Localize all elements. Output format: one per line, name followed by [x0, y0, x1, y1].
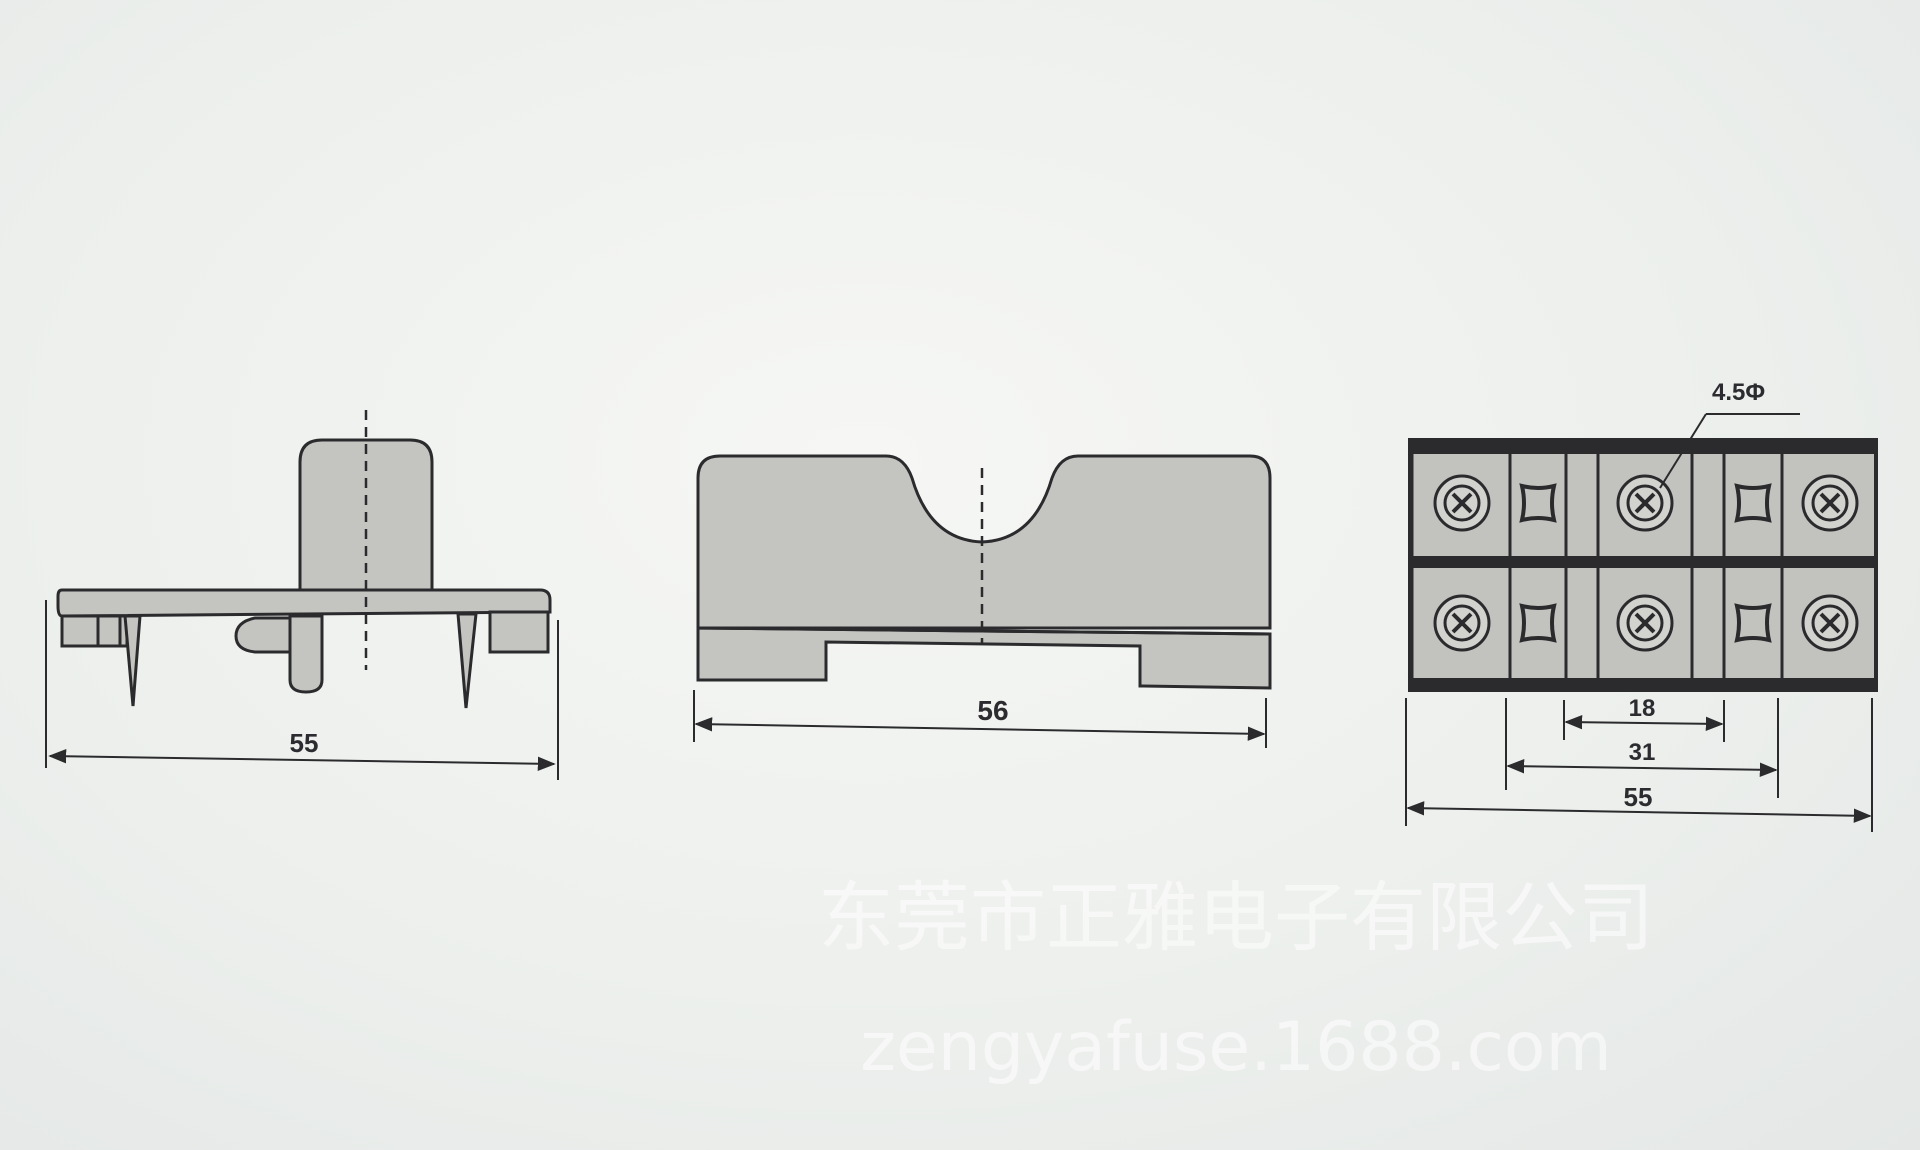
- dim-55-label: 55: [1624, 782, 1653, 812]
- screw-bottom-right: [1801, 594, 1859, 652]
- watermark-company: 东莞市正雅电子有限公司: [818, 873, 1654, 962]
- clip-bottom-right: [1734, 603, 1772, 643]
- screw-top-left: [1433, 474, 1491, 532]
- side-view: 55: [45, 410, 559, 780]
- hole-diameter-label: 4.5Φ: [1712, 379, 1765, 406]
- screw-top-right: [1801, 474, 1859, 532]
- dim-18-label: 18: [1629, 695, 1656, 722]
- side-view-lug: [234, 616, 294, 654]
- side-view-stud: [288, 614, 324, 694]
- clip-top-left: [1519, 483, 1557, 523]
- clip-top-right: [1734, 483, 1772, 523]
- screw-bottom-center: [1616, 594, 1674, 652]
- side-view-width-label: 55: [290, 728, 319, 758]
- side-view-left-pin: [123, 614, 142, 707]
- screw-top-center: [1616, 474, 1674, 532]
- dim-31-label: 31: [1629, 739, 1656, 766]
- front-view-width-label: 56: [977, 695, 1008, 726]
- side-view-right-foot: [488, 610, 550, 654]
- screw-bottom-left: [1433, 594, 1491, 652]
- top-view: 4.5Φ 18 31 55: [1405, 379, 1878, 832]
- side-view-right-pin: [456, 612, 478, 709]
- side-view-base: [56, 588, 552, 618]
- front-view: 56: [693, 454, 1272, 748]
- front-view-base: [696, 626, 1272, 690]
- watermark-url: zengyafuse.1688.com: [860, 1008, 1612, 1087]
- clip-bottom-left: [1519, 603, 1557, 643]
- front-view-body: [696, 454, 1272, 630]
